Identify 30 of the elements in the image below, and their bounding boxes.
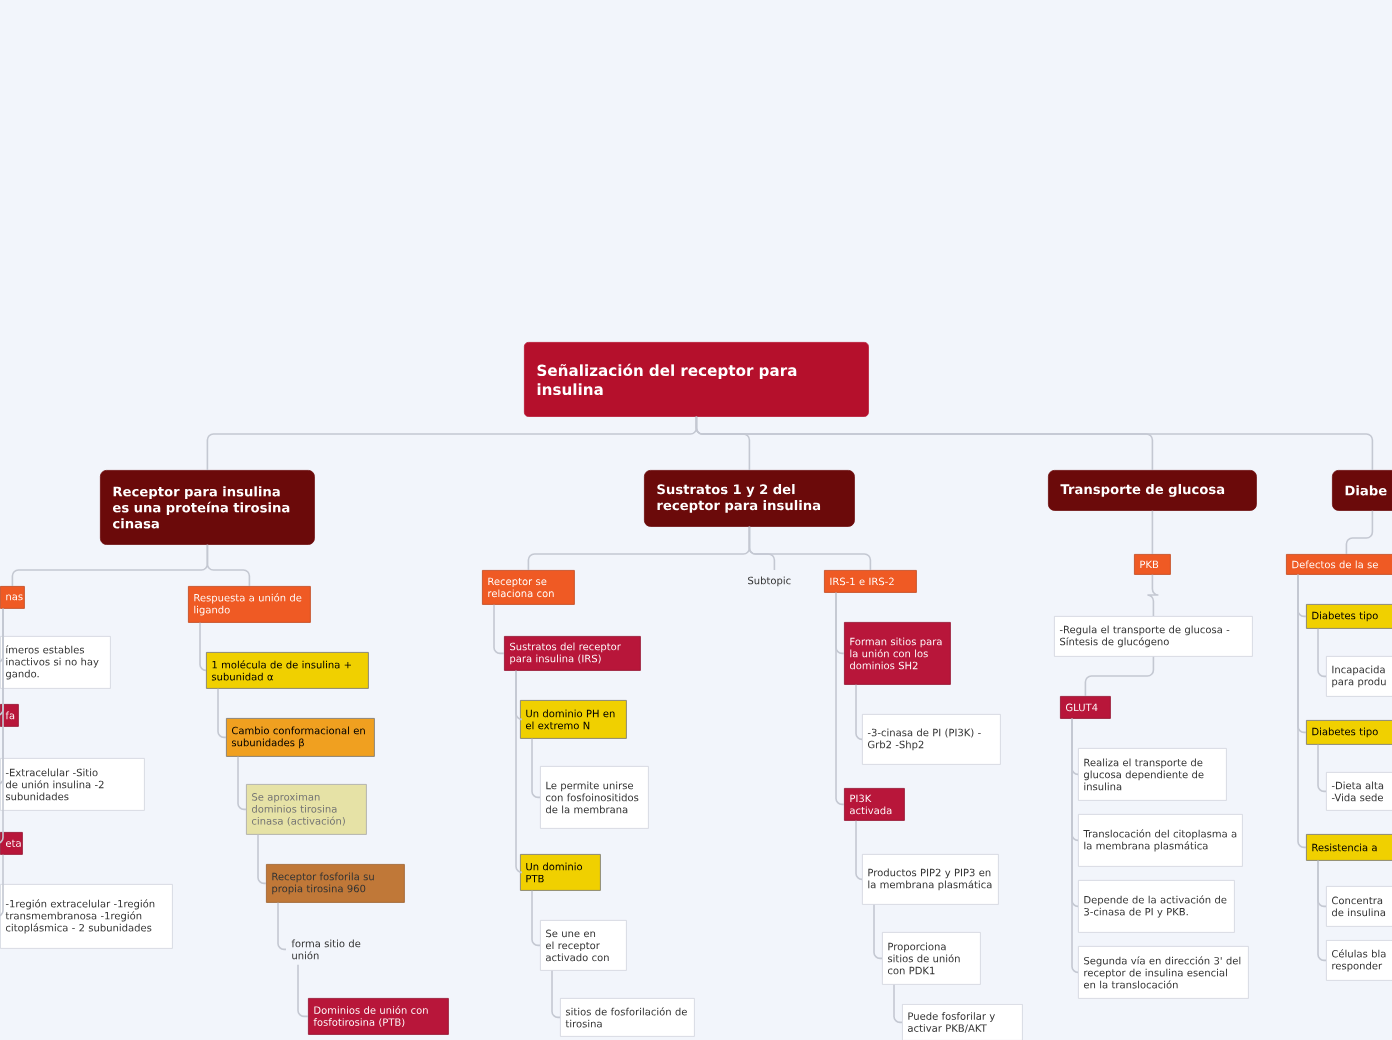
connector-line bbox=[515, 670, 523, 874]
connector-line bbox=[493, 604, 505, 655]
connector-line bbox=[1317, 744, 1327, 793]
connector-line bbox=[855, 684, 863, 741]
connector-line bbox=[893, 984, 903, 1024]
connector-line bbox=[0, 608, 4, 845]
connector-line bbox=[855, 820, 863, 881]
connector-line bbox=[1317, 860, 1327, 962]
connector-line bbox=[551, 970, 561, 1019]
connector-line bbox=[237, 756, 247, 811]
connector-line bbox=[695, 416, 1374, 471]
connector-line bbox=[297, 964, 309, 1018]
connector-line bbox=[531, 890, 541, 947]
connector-line bbox=[257, 834, 267, 885]
connector-line bbox=[748, 526, 872, 571]
connector-line bbox=[0, 854, 4, 918]
connector-line bbox=[1071, 718, 1079, 974]
connector-line bbox=[1151, 510, 1154, 555]
connector-line bbox=[1317, 628, 1327, 678]
connector-line bbox=[873, 904, 883, 960]
connector-line bbox=[835, 592, 845, 806]
connector-line bbox=[1146, 574, 1160, 617]
connector-line bbox=[1345, 510, 1374, 555]
connector-line bbox=[1084, 656, 1155, 697]
connector-line bbox=[199, 622, 207, 672]
connector-line bbox=[206, 544, 251, 587]
connector-line bbox=[531, 738, 541, 799]
connector-line bbox=[277, 902, 287, 951]
connector-line bbox=[1297, 574, 1307, 849]
connector-line bbox=[217, 688, 227, 739]
